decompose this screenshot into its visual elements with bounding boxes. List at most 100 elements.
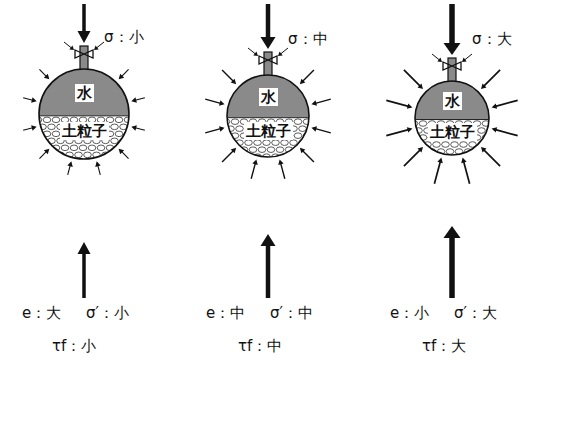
- pressure-arrow: [131, 125, 145, 130]
- valve-arrow: [64, 42, 74, 50]
- closed-valve: [75, 50, 93, 58]
- vessel-loading: [23, 4, 145, 298]
- pressure-arrow: [222, 70, 236, 84]
- soil-particle: [88, 145, 96, 151]
- soil-particle: [226, 147, 230, 153]
- pressure-arrow: [119, 69, 129, 79]
- soil-particle: [111, 152, 119, 158]
- soil-particle: [39, 138, 47, 144]
- soil-particle: [290, 154, 298, 158]
- valve-arrow: [462, 54, 472, 62]
- pressure-arrow: [39, 69, 49, 79]
- soil-particle: [294, 119, 302, 125]
- soil-particle: [61, 145, 69, 151]
- pressure-arrow: [205, 99, 224, 106]
- water-label: 水: [75, 84, 94, 102]
- valve-arrow: [94, 42, 104, 50]
- pressure-arrow: [404, 70, 423, 89]
- soil-particle: [111, 138, 119, 144]
- soil-particle: [276, 147, 284, 153]
- soil-particle: [84, 152, 92, 158]
- load-arrow: [78, 242, 91, 298]
- pressure-arrow: [205, 126, 224, 133]
- state-label: σ：大: [472, 30, 512, 48]
- soil-particle: [79, 145, 87, 151]
- soil-particle: [227, 140, 235, 146]
- soil-particle: [245, 154, 253, 158]
- valve-arrow: [278, 48, 288, 56]
- pressure-arrow: [131, 97, 145, 102]
- state-label: τf：中: [238, 337, 282, 355]
- soil-particle: [231, 147, 239, 153]
- load-arrow: [261, 234, 276, 298]
- pressure-arrow: [492, 127, 518, 135]
- load-arrow: [261, 4, 276, 49]
- pressure-arrow: [481, 70, 500, 89]
- soil-vessel: 水土粒子: [414, 80, 490, 156]
- soil-particle: [267, 147, 275, 153]
- soil-particle: [460, 142, 468, 148]
- pressure-arrow: [386, 100, 412, 108]
- pressure-arrow: [492, 100, 518, 108]
- soil-particle: [299, 126, 307, 132]
- soil-particle: [473, 149, 481, 155]
- soil-label: 土粒子: [244, 122, 293, 140]
- vessel-loading: [386, 4, 517, 298]
- pressure-arrow: [481, 147, 500, 166]
- vessel-outline: [226, 74, 310, 158]
- water-label: 水: [443, 92, 462, 110]
- pressure-arrow: [300, 70, 314, 84]
- pressure-arrow: [67, 161, 72, 175]
- soil-particle: [97, 145, 105, 151]
- soil-particle: [442, 142, 450, 148]
- pressure-arrow: [39, 149, 49, 159]
- pressure-arrow: [23, 125, 37, 130]
- soil-particle: [48, 152, 56, 158]
- pressure-arrow: [311, 126, 330, 133]
- pressure-arrow: [119, 149, 129, 159]
- water-label: 水: [259, 88, 278, 106]
- soil-particle: [245, 140, 253, 146]
- drain-pipe: [80, 46, 88, 72]
- soil-particle: [75, 152, 83, 158]
- soil-particle: [38, 131, 42, 137]
- soil-particle: [299, 154, 307, 158]
- water-region: [226, 74, 310, 118]
- load-arrow: [444, 4, 461, 55]
- soil-particle: [115, 131, 123, 137]
- pressure-arrow: [404, 147, 423, 166]
- drain-pipe: [264, 52, 272, 78]
- soil-region: [414, 120, 490, 156]
- soil-particle: [303, 147, 310, 153]
- state-label: σ：小: [104, 28, 144, 46]
- load-arrow: [444, 226, 461, 298]
- closed-valve: [443, 62, 461, 70]
- pressure-arrow: [300, 148, 314, 162]
- soil-particle: [446, 149, 454, 155]
- soil-particle: [414, 149, 418, 155]
- soil-particle: [236, 126, 244, 132]
- state-label: σ：中: [288, 30, 328, 48]
- pressure-arrow: [222, 148, 236, 162]
- water-region: [414, 80, 490, 120]
- pressure-arrow: [386, 127, 412, 135]
- soil-particle: [272, 140, 280, 146]
- soil-particle: [227, 154, 235, 158]
- soil-particle: [43, 145, 51, 151]
- soil-particle: [38, 145, 42, 151]
- soil-particle: [294, 133, 302, 139]
- soil-particle: [249, 147, 257, 153]
- pressure-arrow: [278, 159, 285, 178]
- soil-particle: [231, 119, 239, 125]
- soil-region: [226, 118, 310, 158]
- soil-particle: [226, 133, 230, 139]
- soil-particle: [124, 145, 130, 151]
- soil-region: [38, 116, 130, 160]
- soil-particle: [39, 152, 47, 158]
- soil-particle: [451, 142, 459, 148]
- pressure-arrow: [95, 161, 100, 175]
- soil-particle: [294, 147, 302, 153]
- state-label: σ′：小: [86, 304, 129, 322]
